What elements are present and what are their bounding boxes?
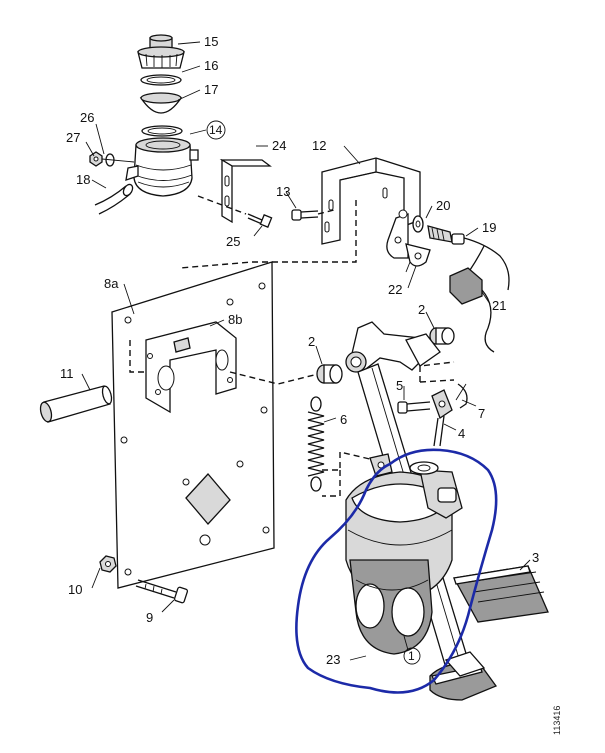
part-washer-20 — [412, 215, 424, 233]
reservoir-assembly — [89, 34, 199, 215]
part-reservoir-cap — [137, 34, 185, 69]
callout-25: 25 — [226, 234, 240, 249]
part-pivot-sleeve-11 — [39, 385, 113, 423]
callout-8b: 8b — [228, 312, 242, 327]
bracket-assembly-24 — [197, 158, 273, 228]
callout-19: 19 — [482, 220, 496, 235]
callout-12: 12 — [312, 138, 326, 153]
part-stop-light-switch — [427, 225, 510, 291]
part-filter-cup — [139, 92, 183, 114]
switch-bracket-12 — [291, 157, 510, 353]
callout-14: 14 — [209, 123, 223, 137]
callout-labels: 15 16 17 14 26 27 18 24 25 12 13 20 19 2… — [60, 34, 539, 667]
callout-15: 15 — [204, 34, 218, 49]
callout-16: 16 — [204, 58, 218, 73]
part-bolt-9 — [135, 579, 189, 604]
part-pad-square — [185, 473, 231, 525]
highlight-outline — [295, 448, 498, 694]
part-reservoir-body — [125, 137, 199, 197]
callout-21: 21 — [492, 298, 506, 313]
reference-number: 113416 — [552, 706, 562, 735]
callout-23: 23 — [326, 652, 340, 667]
callout-3: 3 — [532, 550, 539, 565]
callout-24: 24 — [272, 138, 286, 153]
callout-14-circle — [206, 120, 226, 140]
part-screw-5 — [397, 401, 431, 414]
part-screw-25 — [247, 213, 273, 228]
part-reservoir-hose — [94, 183, 134, 215]
callout-5: 5 — [396, 378, 403, 393]
callout-8a: 8a — [104, 276, 119, 291]
callout-2-right: 2 — [418, 302, 425, 317]
part-pushrod-clevis — [431, 383, 468, 447]
leader-lines — [81, 41, 531, 661]
part-nut-10 — [99, 555, 117, 573]
callout-6: 6 — [340, 412, 347, 427]
part-master-cylinder — [345, 461, 463, 655]
part-return-spring — [307, 396, 393, 497]
callout-2-left: 2 — [308, 334, 315, 349]
part-clip-22 — [405, 243, 431, 273]
callout-7: 7 — [478, 406, 485, 421]
part-bushing-right — [429, 327, 455, 345]
callout-27: 27 — [66, 130, 80, 145]
part-connector-21 — [449, 245, 495, 353]
part-screw-13 — [291, 209, 335, 221]
callout-1-circle — [403, 647, 421, 665]
callout-17: 17 — [204, 82, 218, 97]
callout-13: 13 — [276, 184, 290, 199]
pedal-bracket-8b — [129, 321, 319, 414]
callout-4: 4 — [458, 426, 465, 441]
callout-9: 9 — [146, 610, 153, 625]
callout-26: 26 — [80, 110, 94, 125]
callout-20: 20 — [436, 198, 450, 213]
callout-1: 1 — [408, 649, 415, 663]
callout-22: 22 — [388, 282, 402, 297]
mounting-plate-8a — [111, 261, 275, 589]
callout-18: 18 — [76, 172, 90, 187]
callout-11: 11 — [60, 366, 74, 381]
callout-10: 10 — [68, 582, 82, 597]
part-bushing-left — [316, 364, 343, 384]
